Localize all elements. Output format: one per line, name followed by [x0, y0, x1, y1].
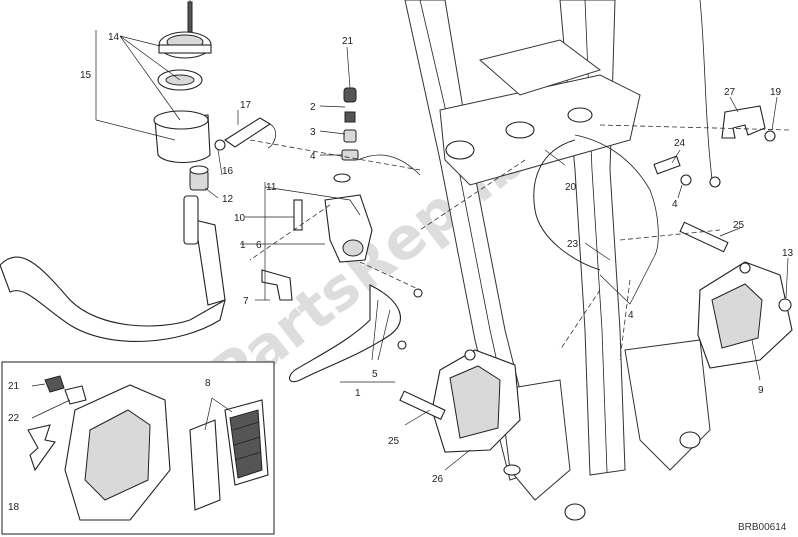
diagram-code: BRB00614 [738, 522, 787, 533]
leader-lines [31, 30, 789, 471]
callout-24: 24 [674, 138, 686, 149]
callout-2: 2 [310, 102, 316, 113]
callout-4-top: 4 [310, 151, 316, 162]
reservoir-icon [153, 0, 277, 191]
brake-caliper-icon [679, 105, 793, 369]
callout-25-right: 25 [733, 220, 745, 231]
callout-17: 17 [240, 100, 252, 111]
callout-18: 18 [8, 502, 20, 513]
callout-4-lower: 4 [628, 310, 634, 321]
callout-3: 3 [310, 127, 316, 138]
master-cylinder-icon [261, 87, 423, 383]
callout-1-bottom: 1 [355, 388, 361, 399]
callout-10: 10 [234, 213, 246, 224]
brake-caliper-icon [399, 349, 521, 476]
callout-21-top: 21 [342, 36, 354, 47]
callout-26: 26 [432, 474, 444, 485]
callout-6: 6 [256, 240, 262, 251]
callout-7: 7 [243, 296, 249, 307]
callout-20: 20 [565, 182, 577, 193]
callout-11: 11 [266, 182, 277, 193]
callout-4-mid: 4 [672, 199, 678, 210]
callout-14: 14 [108, 32, 120, 43]
callout-8: 8 [205, 378, 211, 389]
callout-25-center: 25 [388, 436, 400, 447]
callout-9: 9 [758, 385, 764, 396]
front-fork-icon [404, 0, 711, 521]
dashed-assembly-lines [249, 124, 791, 361]
callout-22: 22 [8, 413, 20, 424]
callout-27: 27 [724, 87, 736, 98]
callout-1-left: 1 [240, 240, 246, 251]
callout-labels: 14 15 17 16 12 21 2 3 4 11 10 1 6 7 5 1 … [8, 32, 794, 513]
callout-21-inset: 21 [8, 381, 20, 392]
handlebar-icon [0, 195, 226, 342]
callout-12: 12 [222, 194, 234, 205]
callout-19: 19 [770, 87, 782, 98]
callout-23: 23 [567, 239, 579, 250]
callout-15: 15 [80, 70, 92, 81]
inset-detail-box [1, 361, 275, 535]
callout-13: 13 [782, 248, 794, 259]
callout-16: 16 [222, 166, 234, 177]
callout-5: 5 [372, 369, 378, 380]
